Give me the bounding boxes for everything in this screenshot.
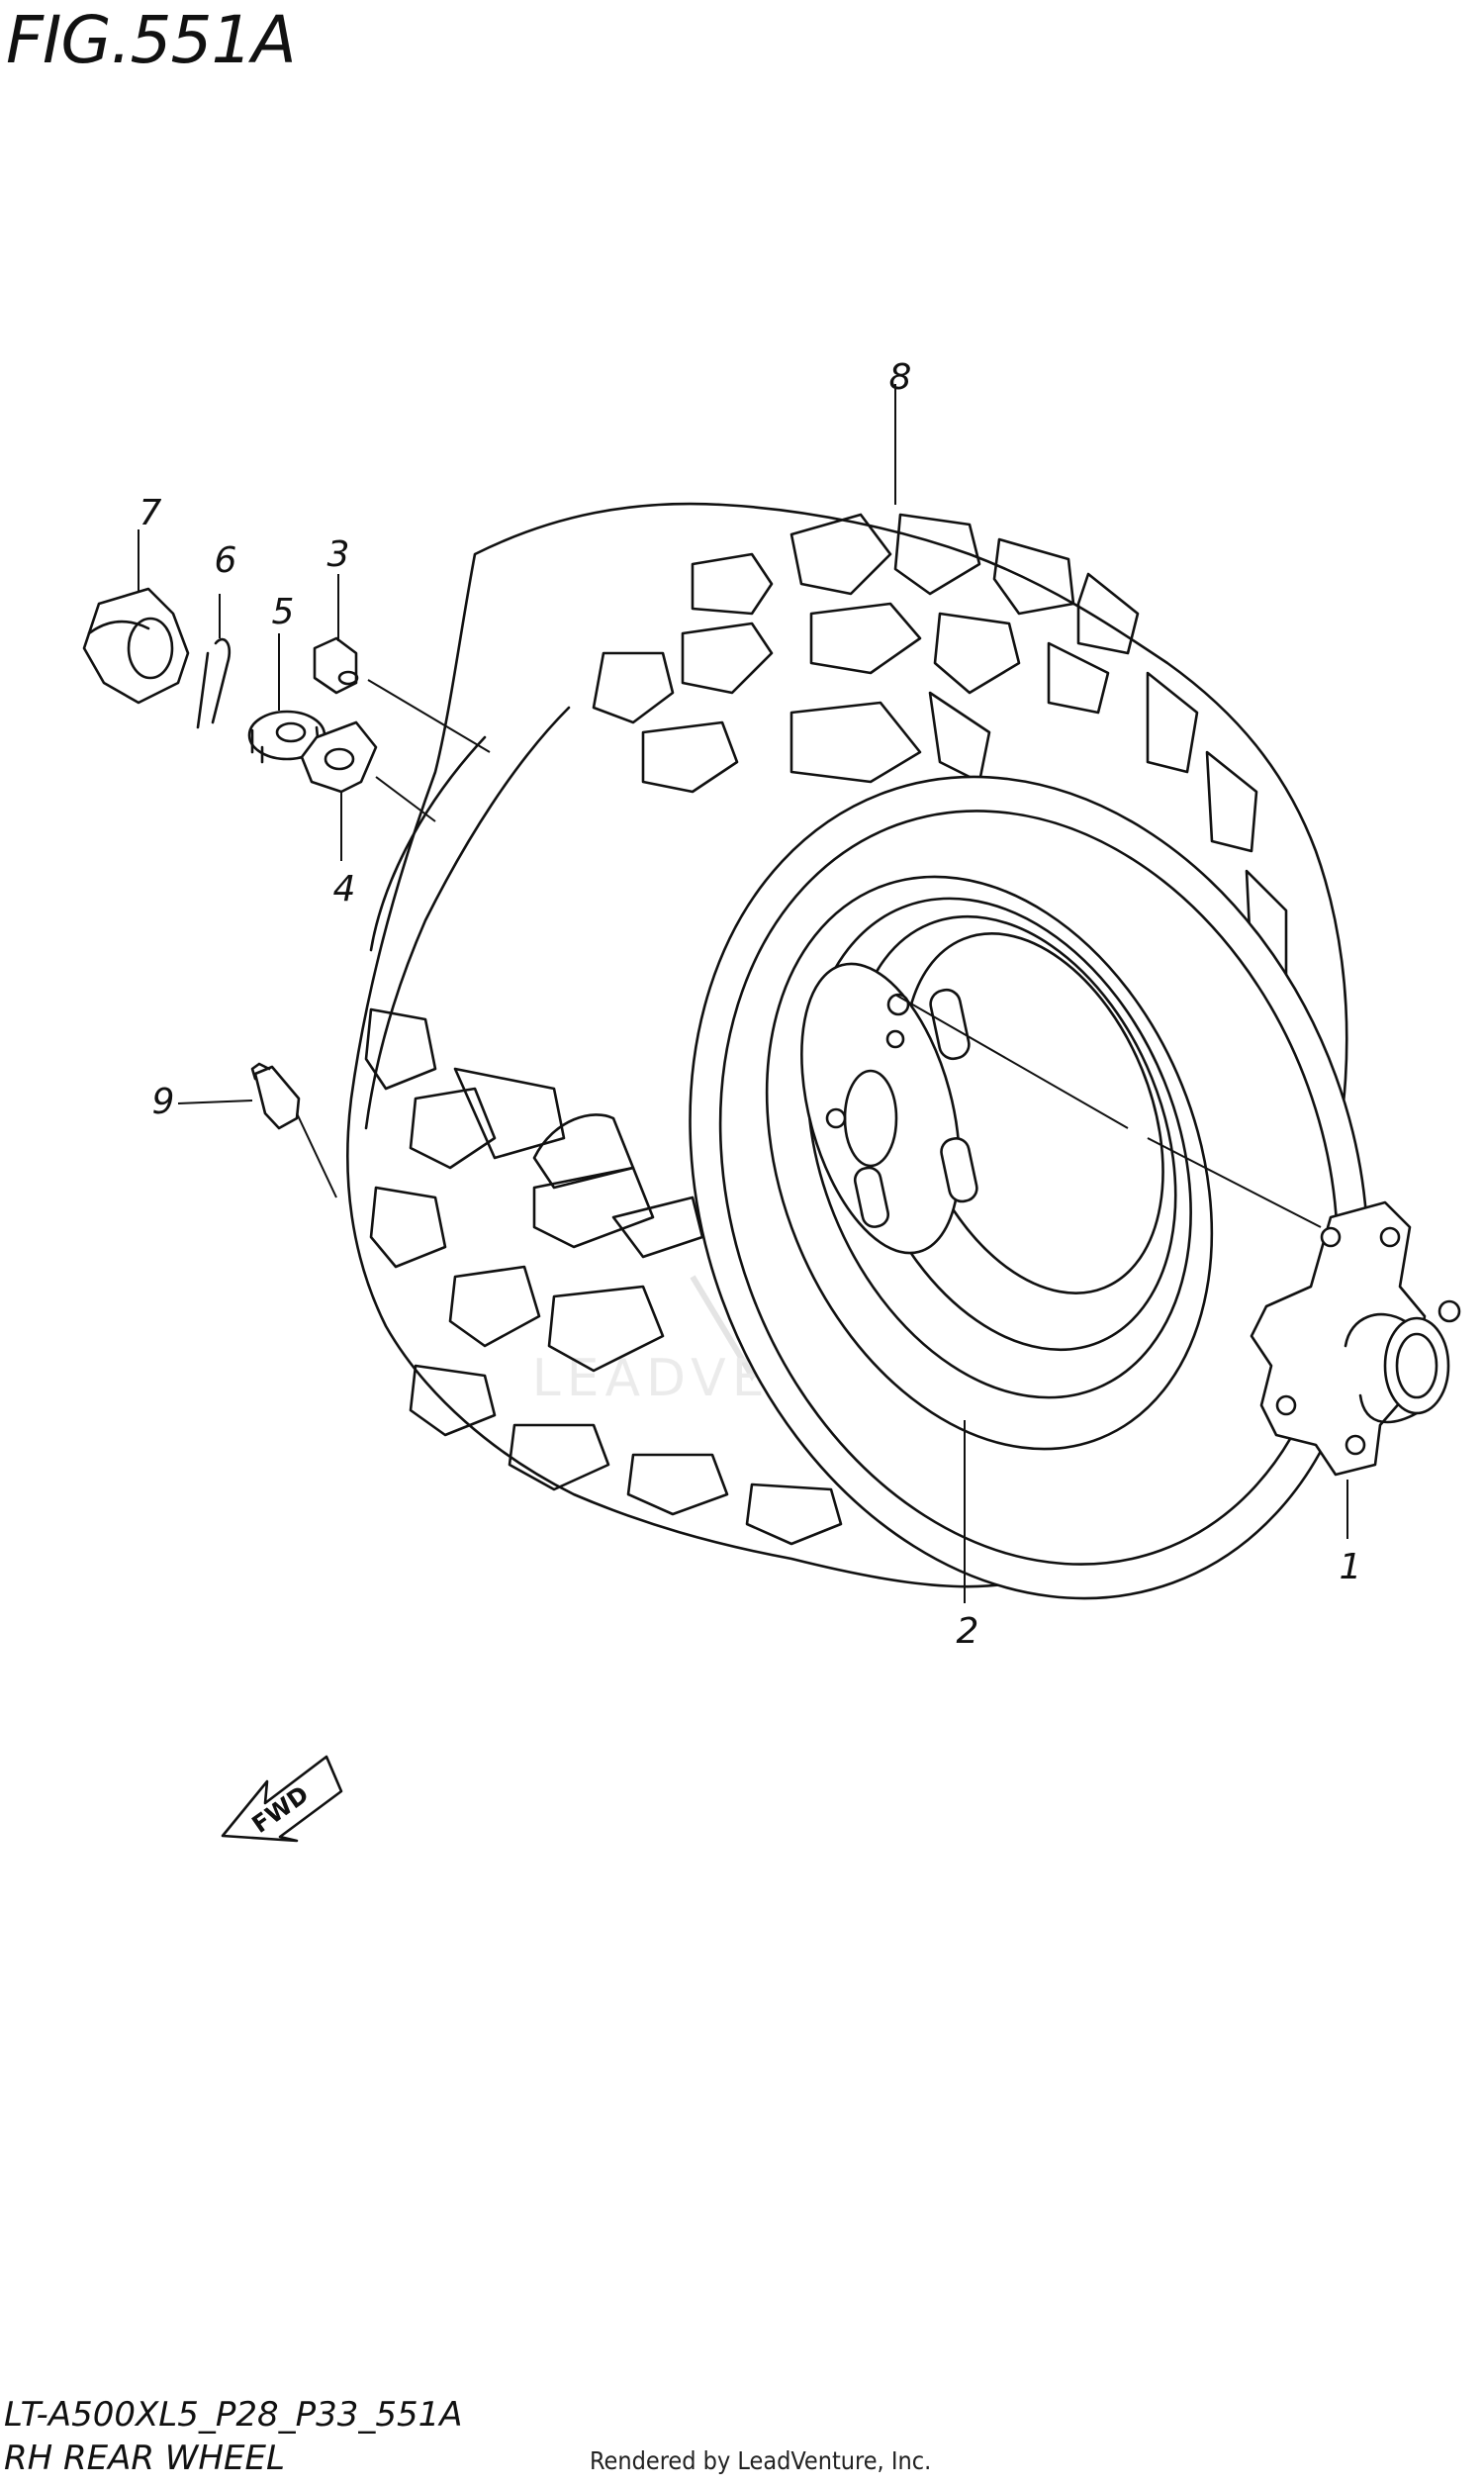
rim-inner-lip [718,810,1340,1566]
callout-8: 8 [889,357,912,398]
wheel-stud-hole [885,1029,905,1049]
tire-shoulder-line [364,706,571,1130]
tire-valve-part [250,1062,301,1130]
tire-assembly [346,502,1369,1600]
forward-direction-arrow: FWD [221,1755,343,1843]
hub-cap-part [82,587,190,705]
leader-lines [138,384,1348,1603]
callout-5: 5 [272,592,295,632]
wheel-center-disc [800,962,961,1255]
wheel-hub-part [1250,1200,1461,1477]
wheel-slot [940,1137,978,1203]
hex-nut-part [313,636,359,695]
model-code: LT-A500XL5_P28_P33_551A [4,2395,463,2435]
callout-4: 4 [333,869,356,909]
callout-1: 1 [1340,1547,1362,1587]
callout-7: 7 [139,493,162,533]
cotter-pin-part [196,637,232,729]
render-credit: Rendered by LeadVenture, Inc. [590,2446,932,2475]
rim-barrel-ring-1 [806,897,1192,1399]
callout-9: 9 [152,1082,175,1122]
wheel-stud-hole [886,993,910,1016]
wheel-slot [853,1166,889,1228]
figure-title: FIG.551A [6,2,297,78]
tire-inner-back-line [369,735,487,952]
wheel-stud-hole [825,1107,847,1129]
callout-6: 6 [215,540,237,581]
callout-2: 2 [957,1611,979,1652]
diagram-caption: RH REAR WHEEL [4,2439,285,2478]
wheel-slot [929,988,971,1061]
callout-3: 3 [327,534,350,575]
callout-numbers: 8 7 6 3 5 4 9 2 1 [139,357,1362,1652]
lock-washer-part [300,720,378,794]
